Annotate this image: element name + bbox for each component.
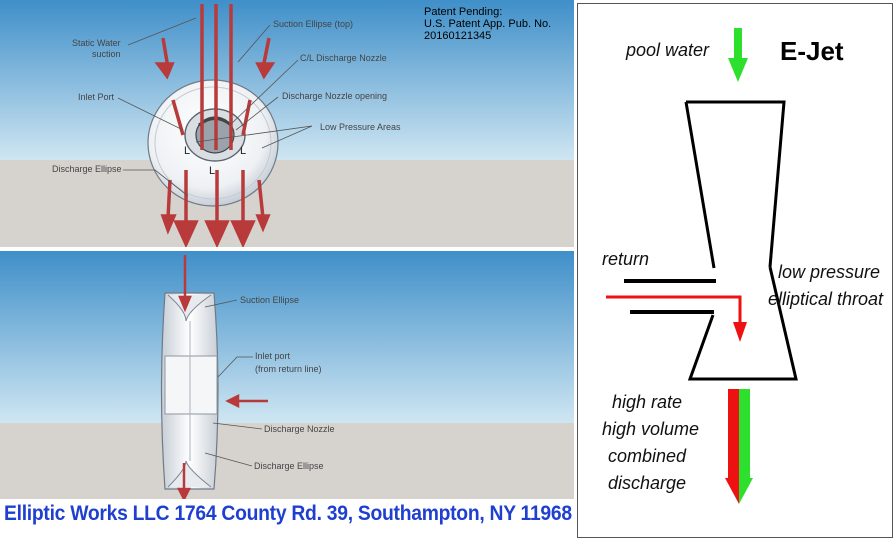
ejet-diagram-svg: pool water return low pressure elliptica… (602, 28, 884, 504)
company-address-footer: Elliptic Works LLC 1764 County Rd. 39, S… (4, 502, 572, 525)
suction-notch (167, 294, 212, 322)
bottom-render-svg: Suction Ellipse Inlet port (from return … (0, 251, 574, 499)
label-static-water-suction: suction (92, 49, 121, 59)
patent-line-3: 20160121345 (424, 30, 492, 42)
inlet-port-block (164, 355, 218, 415)
leader-lines (204, 299, 263, 467)
label-discharge-nozzle-opening: Discharge Nozzle opening (282, 91, 387, 101)
label-low-pressure: low pressure (778, 262, 880, 282)
label-l-right: L (240, 145, 246, 157)
top-render-svg: Static Water suction Suction Ellipse (to… (0, 0, 574, 247)
label-suction-ellipse: Suction Ellipse (240, 295, 299, 305)
bottom-render-panel: Suction Ellipse Inlet port (from return … (0, 251, 574, 499)
label-inlet-port: Inlet port (255, 351, 291, 361)
return-flow-arrow (606, 295, 747, 342)
ground-background (0, 423, 574, 499)
label-combined: combined (608, 446, 687, 466)
patent-notice: Patent Pending: U.S. Patent App. Pub. No… (424, 6, 572, 42)
label-l-left: L (184, 145, 190, 157)
label-high-rate: high rate (612, 392, 682, 412)
throat-lower-outline (687, 266, 798, 381)
label-static-water: Static Water (72, 38, 121, 48)
sky-background (0, 251, 574, 423)
label-discharge-ellipse: Discharge Ellipse (254, 461, 324, 471)
ejet-diagram-panel: pool water return low pressure elliptica… (577, 3, 893, 538)
combined-discharge-arrow (725, 389, 753, 504)
label-l-center: L (209, 165, 215, 177)
label-high-volume: high volume (602, 419, 699, 439)
label-suction-ellipse-top: Suction Ellipse (top) (273, 19, 353, 29)
top-render-panel: Static Water suction Suction Ellipse (to… (0, 0, 574, 247)
label-inlet-port: Inlet Port (78, 92, 115, 102)
ground-background (0, 160, 574, 247)
label-return: return (602, 249, 649, 269)
label-low-pressure-areas: Low Pressure Areas (320, 122, 401, 132)
label-from-return-line: (from return line) (255, 364, 322, 374)
flow-arrows (176, 255, 268, 499)
label-discharge-ellipse: Discharge Ellipse (52, 164, 122, 174)
patent-line-2: U.S. Patent App. Pub. No. (424, 18, 552, 30)
label-pool-water: pool water (625, 40, 710, 60)
label-elliptical-throat: elliptical throat (768, 289, 884, 309)
label-discharge: discharge (608, 473, 686, 493)
discharge-notch (167, 460, 212, 488)
label-discharge-nozzle: Discharge Nozzle (264, 424, 335, 434)
pool-water-arrow (728, 28, 748, 82)
flow-arrows (154, 4, 276, 247)
nozzle-rim (154, 86, 272, 200)
throat-upper-outline (684, 100, 786, 269)
ejet-title: E-Jet (780, 36, 844, 66)
leader-lines (117, 17, 313, 197)
patent-line-1: Patent Pending: (424, 6, 503, 18)
sky-background (0, 0, 574, 160)
label-cl-discharge-nozzle: C/L Discharge Nozzle (300, 53, 387, 63)
